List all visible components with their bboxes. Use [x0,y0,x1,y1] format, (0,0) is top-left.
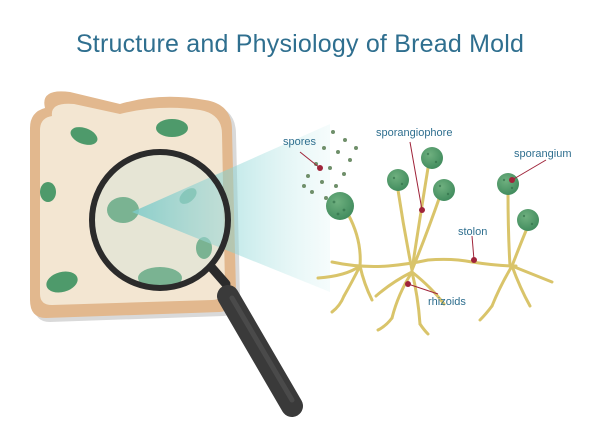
sporangiophores [346,166,530,272]
label-sporangium: sporangium [514,148,572,160]
leader-lines [299,141,547,295]
label-spores: spores [283,136,317,148]
label-stolon: stolon [458,226,488,238]
spores-cloud [302,130,358,200]
magnification-beam [132,124,330,292]
page-title: Structure and Physiology of Bread Mold [75,30,525,58]
label-sporangiophore: sporangiophore [376,127,453,139]
mycelium [316,257,554,336]
label-rhizoids: rhizoids [428,296,466,308]
sporangia [326,147,539,231]
mold-patches [40,119,212,293]
label-markers [317,165,515,287]
magnifying-glass-icon [89,149,303,417]
